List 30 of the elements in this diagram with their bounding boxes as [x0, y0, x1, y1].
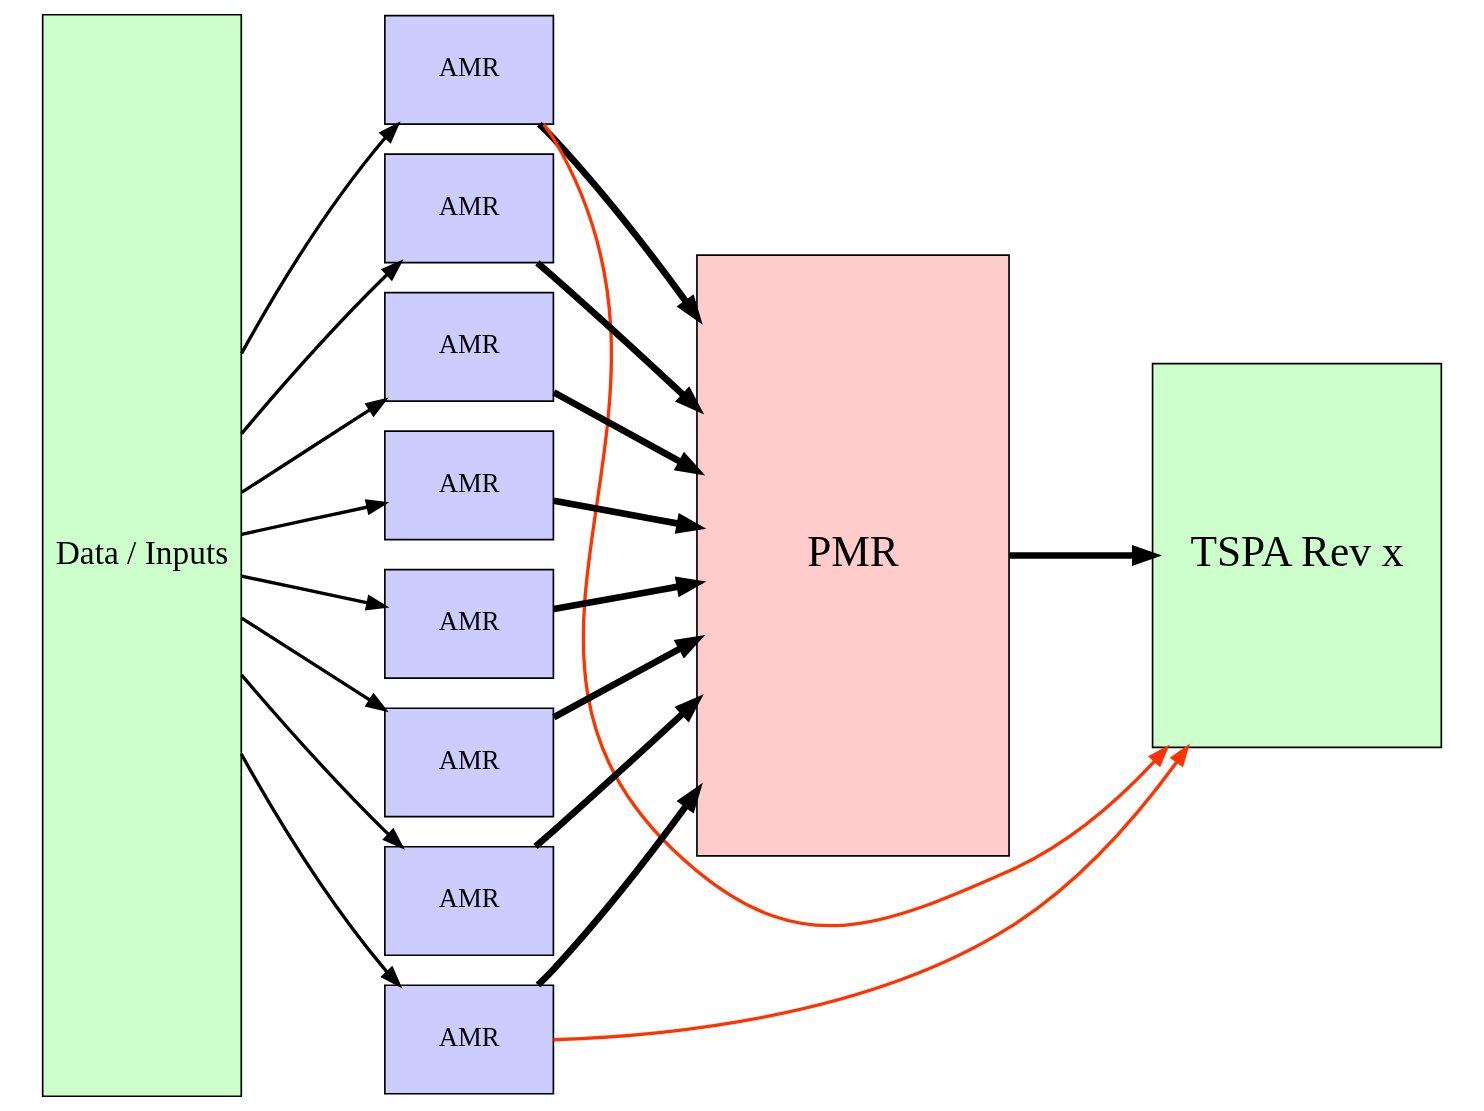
arrow	[535, 782, 703, 988]
arrow	[533, 694, 704, 850]
node-box: AMR	[384, 430, 555, 541]
node-box: Data / Inputs	[41, 13, 243, 1098]
arrow	[240, 259, 404, 435]
arrow	[239, 753, 403, 989]
node-box: TSPA Rev x	[1151, 362, 1443, 749]
arrow	[552, 634, 706, 721]
arrow	[240, 121, 401, 355]
node-box: AMR	[384, 291, 555, 402]
arrow	[241, 574, 390, 611]
node-box: AMR	[384, 568, 555, 679]
arrow	[536, 121, 703, 325]
arrow	[542, 123, 1170, 928]
arrow	[553, 743, 1190, 1042]
node-box: AMR	[384, 984, 555, 1095]
arrow	[240, 397, 389, 494]
node-box: AMR	[384, 845, 555, 957]
arrow	[1009, 544, 1163, 567]
node-box: PMR	[696, 254, 1010, 857]
arrow	[240, 673, 405, 850]
arrow	[240, 616, 389, 713]
arrow	[535, 260, 705, 415]
arrow	[553, 497, 707, 534]
arrow	[241, 499, 390, 536]
node-box: AMR	[384, 707, 555, 818]
arrow	[552, 389, 706, 476]
node-box: AMR	[384, 14, 555, 125]
arrow	[553, 576, 707, 613]
node-box: AMR	[384, 153, 555, 264]
